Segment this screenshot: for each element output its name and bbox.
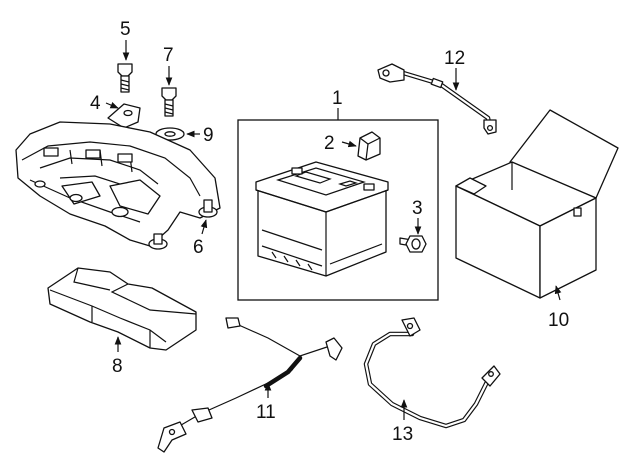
part-13-battery-cable — [363, 317, 501, 429]
part-9-washer — [155, 127, 185, 141]
callout-11: 11 — [256, 402, 276, 423]
part-1-battery — [255, 161, 389, 277]
callout-12: 12 — [444, 48, 465, 69]
callout-1: 1 — [332, 88, 343, 109]
callout-3: 3 — [412, 198, 423, 219]
callout-6: 6 — [193, 237, 204, 258]
callout-5: 5 — [120, 19, 131, 40]
callout-7: 7 — [163, 45, 174, 66]
callout-8: 8 — [112, 356, 123, 377]
part-8-cover-pad — [47, 267, 197, 351]
part-2-terminal-cap — [357, 131, 381, 161]
part-3-bolt — [399, 235, 427, 253]
callout-10: 10 — [548, 310, 569, 331]
callout-4: 4 — [90, 93, 101, 114]
part-5-bolt — [117, 63, 133, 93]
callout-9: 9 — [203, 125, 214, 146]
callout-2: 2 — [324, 133, 335, 154]
part-11-cable — [157, 317, 343, 453]
part-6-battery-tray — [15, 121, 221, 250]
callout-13: 13 — [392, 424, 413, 445]
part-10-battery-box — [455, 109, 619, 299]
part-12-ground-strap — [377, 63, 497, 135]
part-7-bolt — [161, 87, 177, 117]
